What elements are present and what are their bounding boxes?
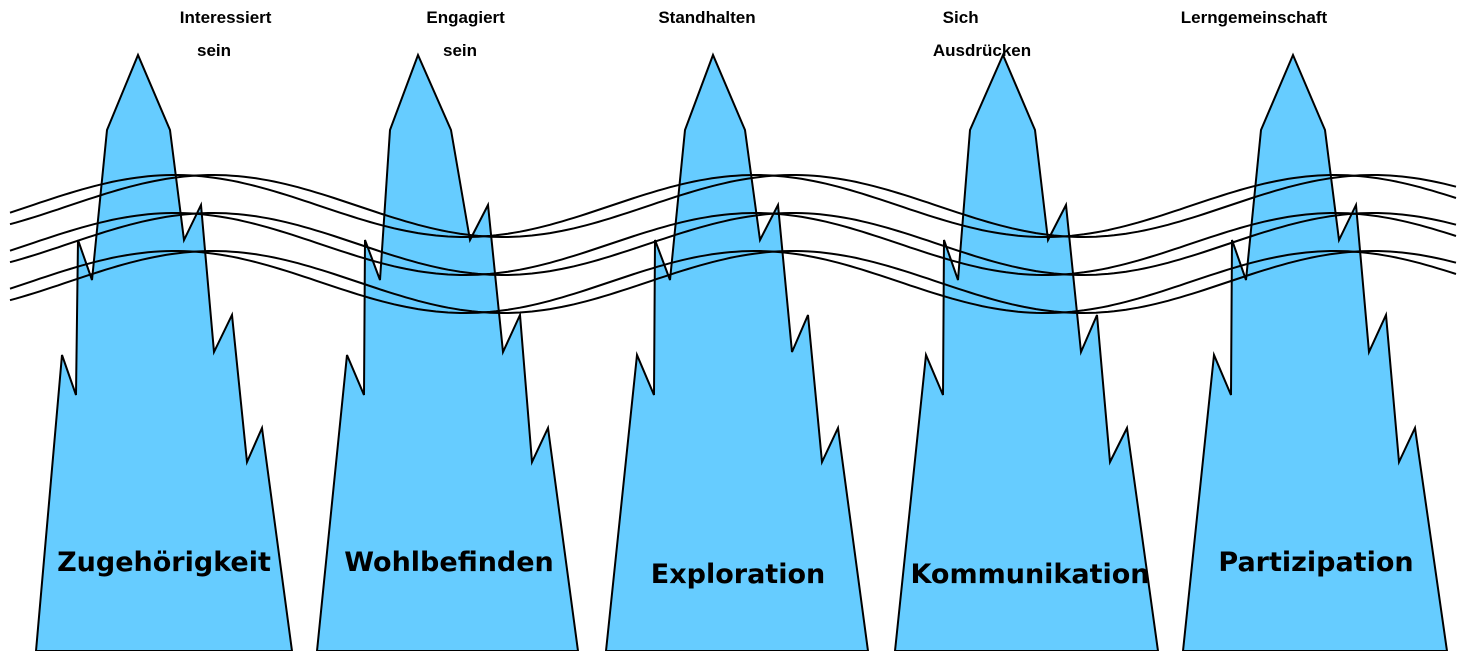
wave-rope-2 — [9, 174, 1457, 238]
peak-label-3: Exploration — [651, 559, 825, 590]
peak-label-5: Partizipation — [1218, 547, 1413, 578]
wave-rope-4 — [9, 212, 1457, 276]
top-label-2: Engagiert sein — [426, 8, 509, 60]
wave-rope-6 — [9, 250, 1457, 314]
wave-ropes — [9, 174, 1457, 314]
peak-label-1: Zugehörigkeit — [57, 547, 271, 578]
peak-group-5: Lerngemeinschaft Partizipation — [1181, 8, 1449, 651]
wave-rope-1 — [9, 174, 1457, 238]
top-label-4: Sich Ausdrücken — [933, 8, 1031, 60]
wave-rope-5 — [9, 250, 1457, 314]
peak-group-4: Sich Ausdrücken Kommunikation — [893, 8, 1160, 651]
peak-group-3: Standhalten Exploration — [604, 8, 870, 651]
peak-group-2: Engagiert sein Wohlbefinden — [315, 8, 580, 651]
peak-group-1: Interessiert sein Zugehörigkeit — [34, 8, 294, 651]
peak-label-2: Wohlbefinden — [344, 547, 554, 578]
mountain-peak-4 — [893, 52, 1160, 651]
mountain-peak-2 — [315, 52, 580, 651]
peak-label-4: Kommunikation — [910, 559, 1149, 590]
top-label-3: Standhalten — [658, 8, 755, 27]
top-label-5: Lerngemeinschaft — [1181, 8, 1328, 27]
top-label-1: Interessiert sein — [180, 8, 276, 60]
wave-rope-3 — [9, 212, 1457, 276]
mountain-peak-3 — [604, 52, 870, 651]
mountain-peak-1 — [34, 52, 294, 651]
mountain-peak-5 — [1181, 52, 1449, 651]
